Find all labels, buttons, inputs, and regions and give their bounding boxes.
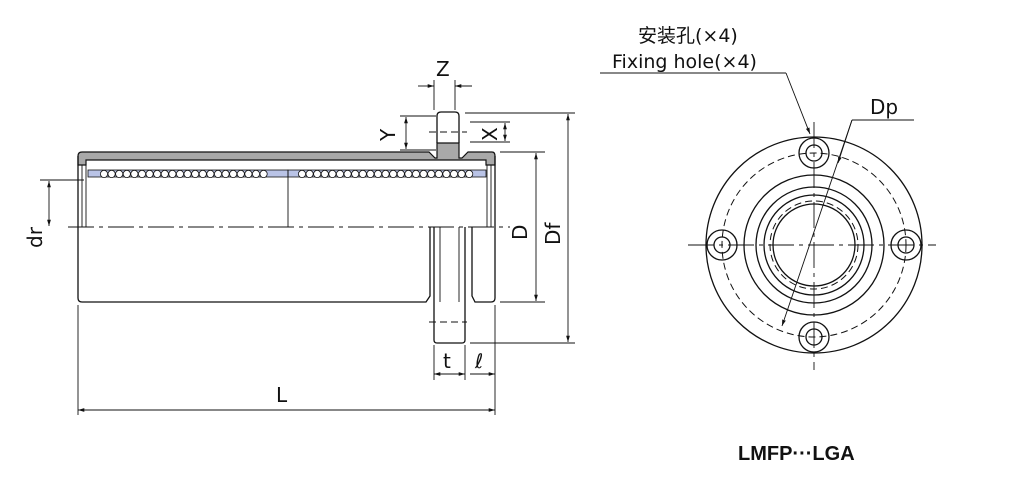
dim-Z-label: Z: [436, 57, 450, 81]
ball: [465, 169, 474, 178]
ball: [373, 169, 382, 178]
ball: [137, 169, 146, 178]
ball: [396, 169, 405, 178]
ball: [183, 169, 192, 178]
ball: [251, 169, 260, 178]
ball: [236, 169, 245, 178]
ball: [305, 169, 314, 178]
ball: [206, 169, 215, 178]
outer-shell-section: [77, 142, 496, 166]
ball: [457, 169, 466, 178]
ball: [381, 169, 390, 178]
fixing-hole-note-en: Fixing hole(×4): [612, 51, 757, 73]
ball: [145, 169, 154, 178]
ball: [198, 169, 207, 178]
ball: [320, 169, 329, 178]
ball: [107, 169, 116, 178]
ball: [229, 169, 238, 178]
ball: [411, 169, 420, 178]
side-view: L t ℓ D Df Z Y X dr: [23, 57, 575, 415]
dim-l-small-label: ℓ: [474, 349, 483, 373]
ball: [297, 169, 306, 178]
ball: [366, 169, 375, 178]
ball: [122, 169, 131, 178]
ball: [244, 169, 253, 178]
ball: [427, 169, 436, 178]
ball: [313, 169, 322, 178]
ball: [213, 169, 222, 178]
dim-Df-label: Df: [541, 222, 565, 245]
ball: [434, 169, 443, 178]
ball: [153, 169, 162, 178]
ball: [389, 169, 398, 178]
ball: [343, 169, 352, 178]
ball: [100, 169, 109, 178]
dim-X-label: X: [478, 127, 502, 141]
dim-L-label: L: [276, 383, 288, 407]
ball: [449, 169, 458, 178]
ball: [115, 169, 124, 178]
dim-t-label: t: [443, 349, 451, 373]
dim-Dp-label: Dp: [870, 95, 898, 119]
ball: [130, 169, 139, 178]
ball: [335, 169, 344, 178]
ball: [168, 169, 177, 178]
dim-dr-label: dr: [23, 226, 47, 248]
ball: [419, 169, 428, 178]
ball: [259, 169, 268, 178]
ball-row: [100, 169, 474, 178]
ball: [175, 169, 184, 178]
model-title: LMFP···LGA: [738, 443, 855, 465]
fixing-hole-note-cn: 安装孔(×4): [638, 25, 738, 47]
ball: [358, 169, 367, 178]
dim-D-label: D: [508, 225, 532, 240]
ball: [328, 169, 337, 178]
front-view: Dp 安装孔(×4) Fixing hole(×4): [600, 25, 936, 370]
body-outline: [77, 156, 431, 303]
ball: [351, 169, 360, 178]
ball: [160, 169, 169, 178]
ball: [404, 169, 413, 178]
ball: [191, 169, 200, 178]
ball: [221, 169, 230, 178]
flange: [433, 227, 466, 344]
dim-Y-label: Y: [376, 128, 400, 142]
ball: [442, 169, 451, 178]
